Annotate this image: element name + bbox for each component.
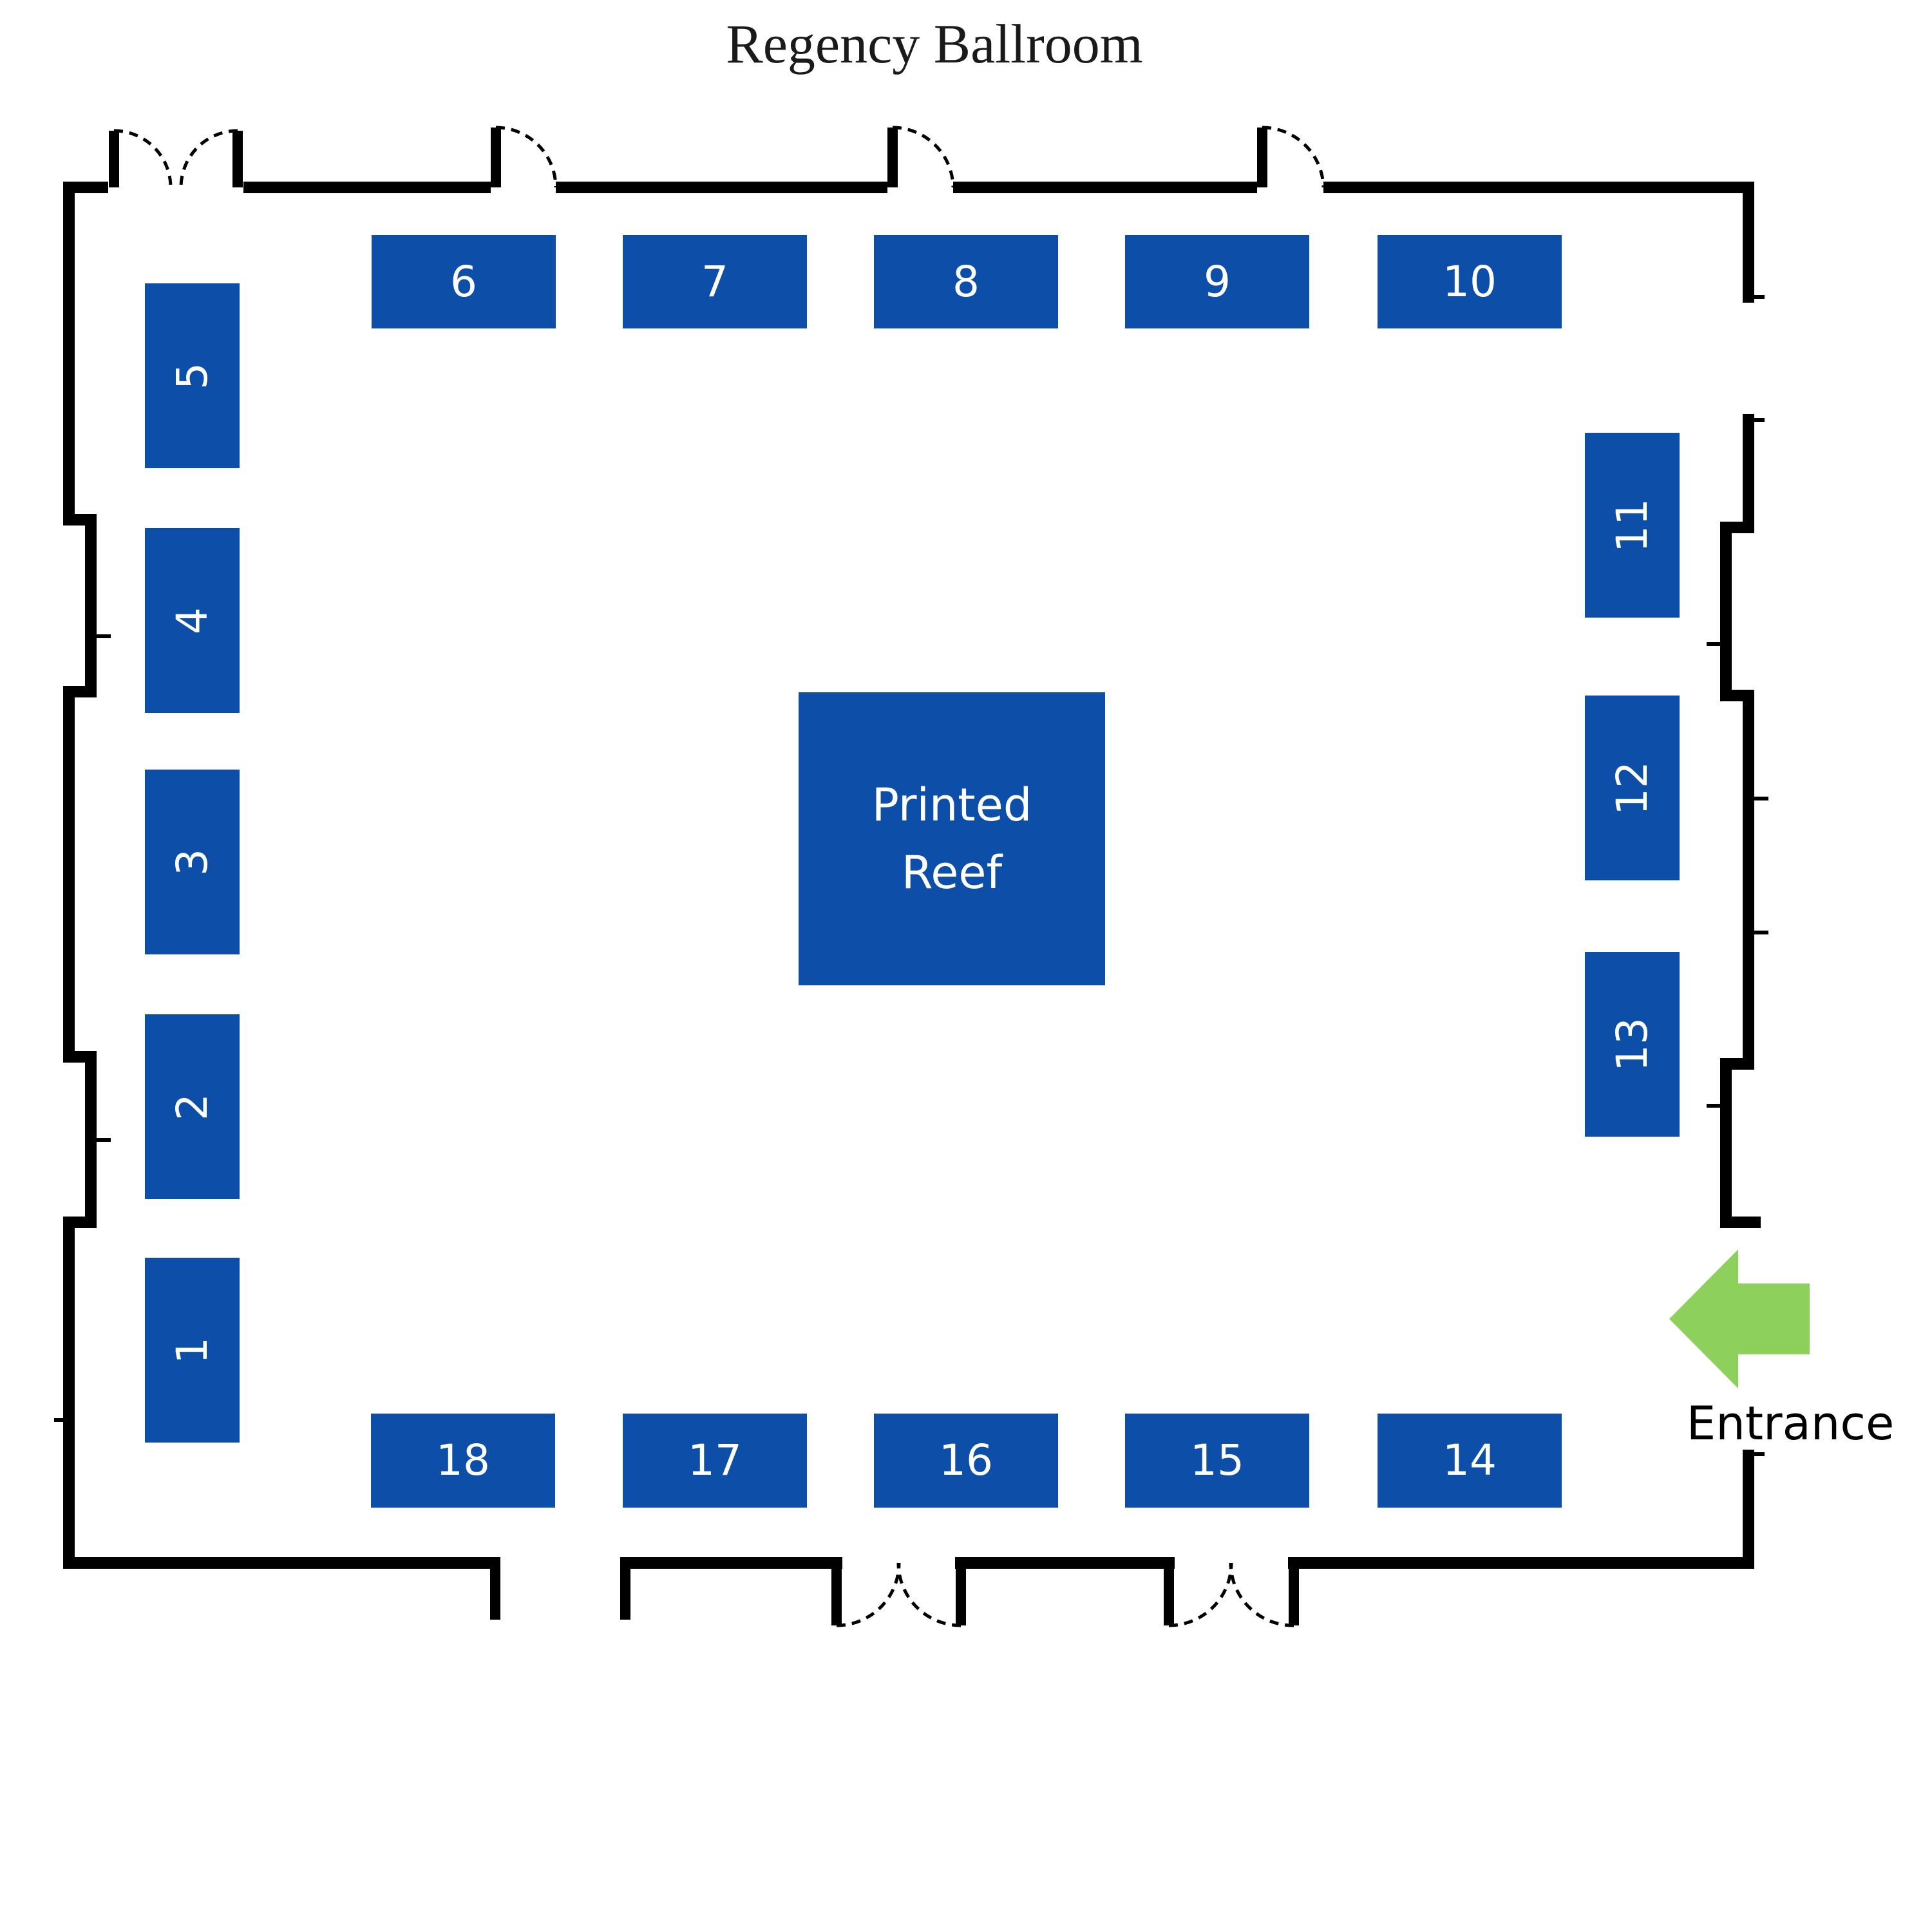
booth-label: 10 <box>1443 256 1497 307</box>
walls <box>63 182 1761 1569</box>
booth-label: 11 <box>1607 498 1657 553</box>
booth-17: 17 <box>623 1414 807 1508</box>
booth-label: 3 <box>167 848 217 876</box>
booth-label: 4 <box>167 607 217 634</box>
booth-label: 6 <box>450 256 477 307</box>
booth-12: 12 <box>1585 696 1680 880</box>
booth-10: 10 <box>1378 235 1562 328</box>
booth-5: 5 <box>145 283 240 468</box>
booth-label: 5 <box>167 362 217 390</box>
entrance-arrow <box>1669 1249 1810 1388</box>
booth-label: 12 <box>1607 761 1657 815</box>
booth-16: 16 <box>874 1414 1058 1508</box>
booth-label: 7 <box>701 256 728 307</box>
entrance-label: Entrance <box>1686 1396 1895 1450</box>
booth-11: 11 <box>1585 433 1680 618</box>
booth-label: 15 <box>1190 1435 1244 1485</box>
booth-15: 15 <box>1125 1414 1309 1508</box>
booth-13: 13 <box>1585 952 1680 1137</box>
booth-label: 9 <box>1204 256 1231 307</box>
door-swing-arcs <box>113 126 1325 1627</box>
booth-label: 18 <box>436 1435 490 1485</box>
booth-label: 14 <box>1443 1435 1497 1485</box>
room-title: Regency Ballroom <box>726 13 1143 75</box>
booth-14: 14 <box>1378 1414 1562 1508</box>
booth-label: 8 <box>952 256 980 307</box>
booth-label: 16 <box>939 1435 993 1485</box>
booth-3: 3 <box>145 770 240 954</box>
booth-18: 18 <box>371 1414 555 1508</box>
booth-4: 4 <box>145 528 240 713</box>
stage-label: Printed Reef <box>871 778 1032 899</box>
booth-label: 17 <box>688 1435 742 1485</box>
booth-6: 6 <box>372 235 556 328</box>
booth-2: 2 <box>145 1014 240 1199</box>
booth-label: 2 <box>167 1093 217 1121</box>
door-leaves <box>109 128 1299 1625</box>
booth-label: 1 <box>167 1336 217 1364</box>
booth-7: 7 <box>623 235 807 328</box>
booth-9: 9 <box>1125 235 1309 328</box>
booth-1: 1 <box>145 1258 240 1443</box>
stage-printed-reef: Printed Reef <box>799 692 1105 985</box>
wall-ticks <box>54 295 1768 1456</box>
booth-8: 8 <box>874 235 1058 328</box>
booth-label: 13 <box>1607 1017 1657 1072</box>
